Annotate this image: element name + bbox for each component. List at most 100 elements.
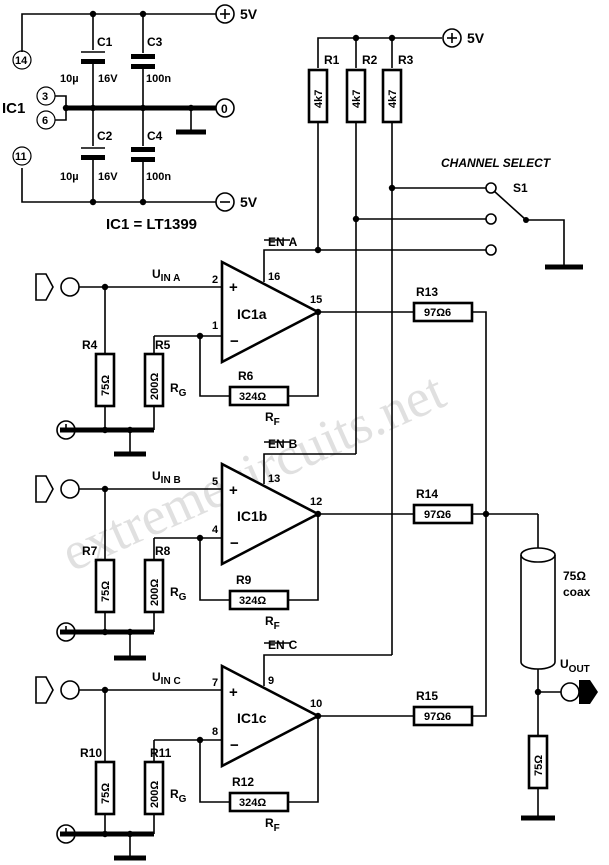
- svg-text:9: 9: [268, 675, 274, 687]
- switch-title: CHANNEL SELECT: [441, 156, 552, 170]
- coax-impedance: 75Ω: [563, 569, 586, 583]
- r3-name: R3: [398, 53, 414, 67]
- svg-text:R5: R5: [155, 338, 171, 352]
- svg-text:75Ω: 75Ω: [100, 375, 112, 396]
- svg-text:RF: RF: [265, 816, 280, 834]
- svg-text:IC1b: IC1b: [237, 508, 267, 524]
- svg-text:R9: R9: [236, 573, 252, 587]
- svg-text:10: 10: [310, 698, 322, 710]
- c2-voltage: 16V: [98, 171, 118, 183]
- input-c-arrow-icon: [35, 676, 54, 704]
- svg-text:324Ω: 324Ω: [239, 391, 266, 403]
- svg-text:75Ω: 75Ω: [100, 783, 112, 804]
- load-resistor-value: 75Ω: [533, 755, 545, 776]
- svg-text:RF: RF: [265, 410, 280, 428]
- output-jack: [560, 682, 580, 702]
- switch-lever: [493, 190, 526, 220]
- c2-value: 10µ: [60, 171, 79, 183]
- gnd-label: 0: [221, 102, 228, 116]
- svg-text:RF: RF: [265, 614, 280, 632]
- svg-text:R7: R7: [82, 544, 98, 558]
- input-a-label: UIN A: [152, 267, 180, 284]
- amp-ic1b: [220, 461, 321, 567]
- pullup-supply-label: 5V: [467, 30, 485, 46]
- svg-text:+: +: [229, 684, 238, 701]
- c2-name: C2: [97, 129, 113, 143]
- input-a-jack: [60, 277, 80, 297]
- svg-text:+: +: [229, 279, 238, 296]
- input-c-jack: [60, 680, 80, 700]
- svg-text:7: 7: [212, 677, 218, 689]
- svg-text:R12: R12: [232, 775, 254, 789]
- svg-text:−: −: [230, 333, 239, 350]
- svg-text:R11: R11: [150, 746, 172, 760]
- coax-label: coax: [563, 585, 591, 599]
- r2-value: 4k7: [351, 90, 363, 108]
- ic-note: IC1 = LT1399: [106, 216, 197, 233]
- output-label: UOUT: [560, 657, 590, 675]
- input-b-jack: [60, 479, 80, 499]
- amp-ic1a: [220, 259, 321, 365]
- pin-11-label: 11: [15, 151, 27, 163]
- supply-decoupling: 5V 5V 14 3 6 11 IC1 0 C1 10µ: [2, 4, 258, 233]
- svg-text:+: +: [229, 482, 238, 499]
- input-a-arrow-icon: [35, 273, 54, 301]
- coax-cable: [520, 555, 556, 670]
- pos-supply-label: 5V: [240, 6, 258, 22]
- svg-text:75Ω: 75Ω: [100, 581, 112, 602]
- svg-text:−: −: [230, 535, 239, 552]
- svg-text:R13: R13: [416, 285, 438, 299]
- svg-text:200Ω: 200Ω: [149, 373, 161, 400]
- svg-text:1: 1: [212, 320, 218, 332]
- svg-text:8: 8: [212, 726, 218, 738]
- svg-text:13: 13: [268, 473, 280, 485]
- pin-3-label: 3: [42, 91, 48, 103]
- svg-text:4: 4: [212, 524, 219, 536]
- svg-text:R8: R8: [155, 544, 171, 558]
- svg-text:R6: R6: [238, 369, 254, 383]
- c3-value: 100n: [146, 73, 171, 85]
- svg-text:IC1a: IC1a: [237, 306, 267, 322]
- svg-text:IC1c: IC1c: [237, 710, 267, 726]
- svg-text:−: −: [230, 737, 239, 754]
- r2-name: R2: [362, 53, 378, 67]
- r3-value: 4k7: [387, 90, 399, 108]
- svg-text:15: 15: [310, 294, 322, 306]
- input-c-label: UIN C: [152, 670, 181, 687]
- svg-text:R15: R15: [416, 689, 438, 703]
- svg-text:R10: R10: [80, 746, 102, 760]
- ic-label: IC1: [2, 100, 25, 117]
- pullup-network: 5V 4k7 R1 4k7 R2 4k7 R3 CHANNEL SELECT S…: [307, 28, 583, 655]
- svg-text:5: 5: [212, 476, 218, 488]
- neg-supply-label: 5V: [240, 194, 258, 210]
- switch-name: S1: [513, 181, 528, 195]
- input-b-arrow-icon: [35, 475, 54, 503]
- svg-text:16: 16: [268, 271, 280, 283]
- output-stage: 75Ω coax UOUT 75Ω: [520, 514, 598, 821]
- svg-text:12: 12: [310, 496, 322, 508]
- svg-text:324Ω: 324Ω: [239, 797, 266, 809]
- pin-6-label: 6: [42, 115, 48, 127]
- svg-text:97Ω6: 97Ω6: [424, 711, 451, 723]
- r1-name: R1: [324, 53, 340, 67]
- c1-value: 10µ: [60, 73, 79, 85]
- output-arrow-icon: [579, 680, 598, 704]
- svg-text:RG: RG: [170, 381, 187, 399]
- c4-value: 100n: [146, 171, 171, 183]
- svg-text:2: 2: [212, 274, 218, 286]
- svg-text:324Ω: 324Ω: [239, 595, 266, 607]
- c4-name: C4: [147, 129, 163, 143]
- svg-text:97Ω6: 97Ω6: [424, 307, 451, 319]
- input-b-label: UIN B: [152, 469, 181, 486]
- amp-ic1c: [220, 663, 321, 769]
- pin-14-label: 14: [15, 55, 28, 67]
- c1-name: C1: [97, 35, 113, 49]
- r1-value: 4k7: [313, 90, 325, 108]
